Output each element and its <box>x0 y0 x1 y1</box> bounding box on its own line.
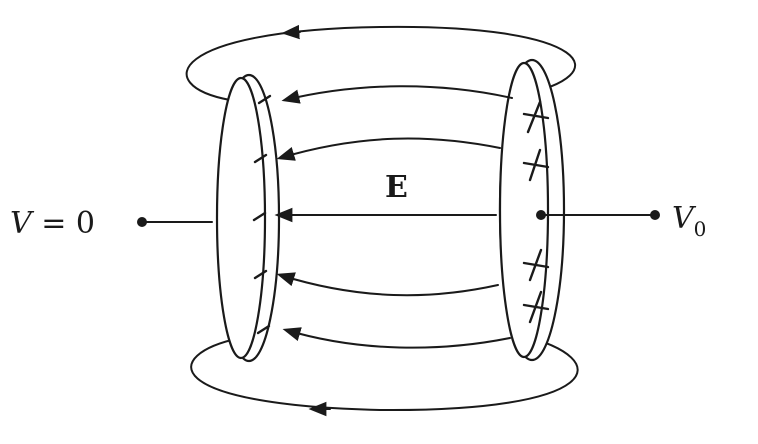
negative-charge <box>253 153 268 164</box>
field-line-4 <box>276 272 499 297</box>
fringe-loop-top <box>185 25 577 101</box>
fringe-loop-bottom <box>190 334 579 412</box>
negative-charge <box>256 324 271 335</box>
positive-charge <box>522 148 550 182</box>
right-potential-label: V0 <box>672 201 706 241</box>
negative-charge <box>253 269 268 280</box>
field-line-5 <box>282 327 511 349</box>
positive-charge <box>522 100 550 134</box>
negative-charge <box>252 211 267 222</box>
right-terminal <box>650 210 660 220</box>
left-terminal <box>137 217 147 227</box>
left-potential-equals: = 0 <box>32 206 95 241</box>
field-label: E <box>385 170 408 205</box>
negative-charge <box>257 94 272 105</box>
left-potential-label: V = 0 <box>10 206 95 241</box>
field-line-2 <box>276 137 501 161</box>
field-line-1 <box>281 85 513 104</box>
right-plate-rim <box>498 61 550 359</box>
left-plate-rim <box>215 76 267 360</box>
fringe-loop-top-arrow <box>281 24 301 40</box>
positive-charge <box>522 290 550 324</box>
left-plate-charges <box>252 94 272 335</box>
positive-charge <box>522 248 550 282</box>
left-potential-variable: V <box>10 206 35 241</box>
right-plate-charges <box>522 100 550 324</box>
right-potential-variable: V <box>672 201 697 236</box>
right-potential-subscript: 0 <box>694 217 707 241</box>
